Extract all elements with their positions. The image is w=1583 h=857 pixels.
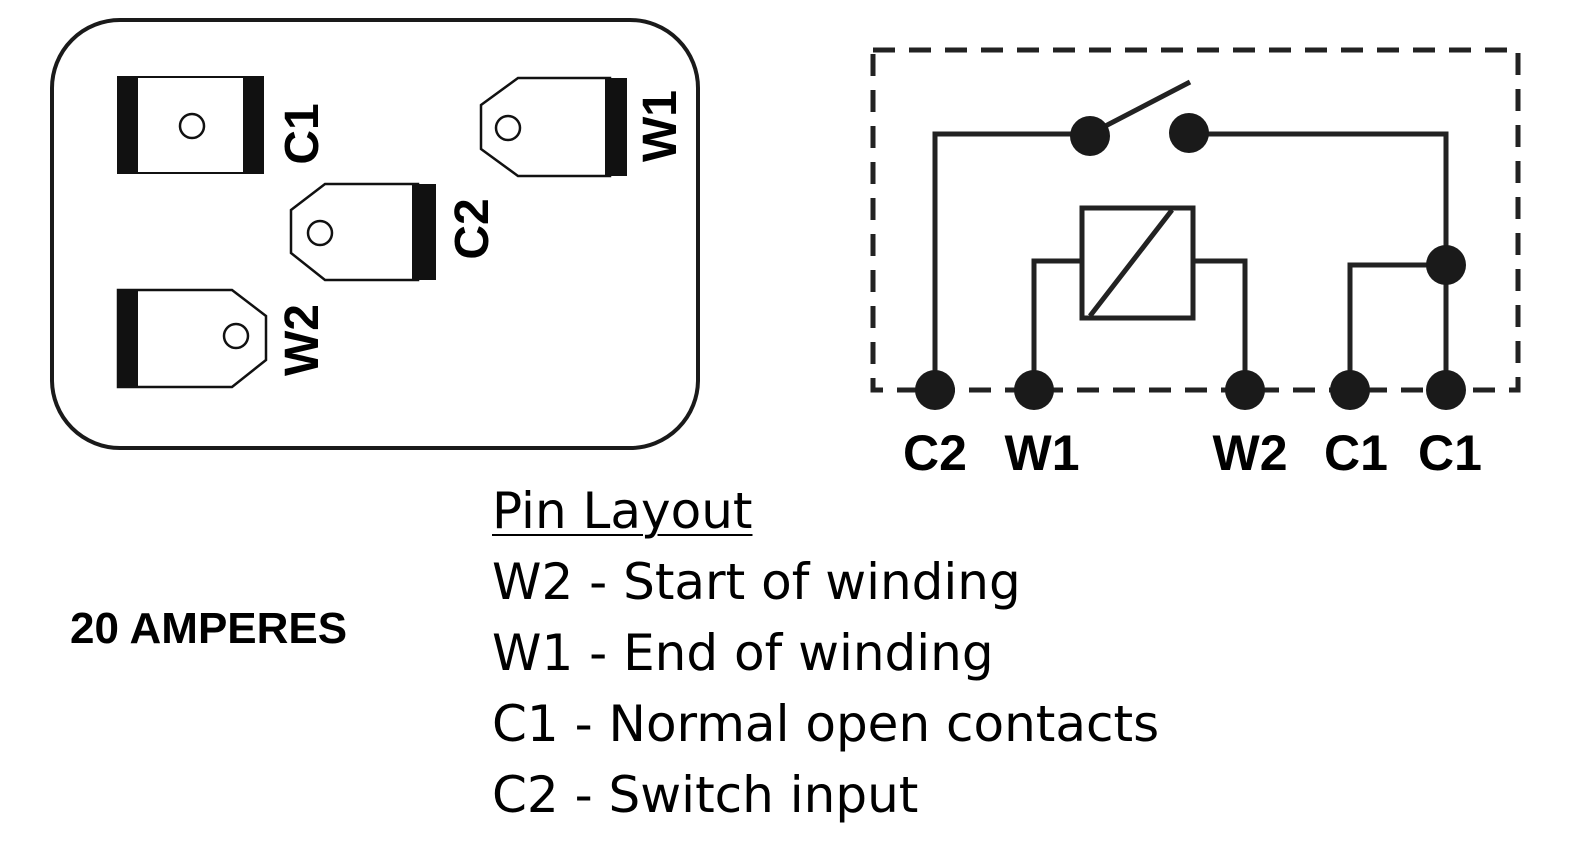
pin-w1: W1 (479, 76, 687, 178)
socket-view: C1 W1 C2 W2 (50, 18, 700, 450)
current-rating: 20 AMPERES (70, 604, 348, 653)
pin-label-c2: C2 (446, 198, 499, 259)
pin-c2: C2 (289, 182, 499, 282)
pin-w2: W2 (116, 288, 329, 389)
switch-contact-left (1070, 116, 1110, 156)
pin-label-w1: W1 (634, 90, 687, 162)
coil (1079, 205, 1196, 321)
junction-node (1426, 245, 1466, 285)
terminal-labels: C2 W1 W2 C1 C1 (903, 425, 1482, 481)
schematic-view (870, 47, 1521, 393)
c2-wire (932, 131, 1090, 390)
legend-title: Pin Layout (492, 482, 753, 540)
w2-wire (1193, 258, 1248, 390)
terminal-label-c2: C2 (903, 425, 967, 481)
coil-slash (1088, 208, 1174, 318)
pin-label-c1: C1 (276, 103, 329, 164)
schematic-nodes (915, 113, 1466, 410)
legend-item-w1: W1 - End of winding (492, 624, 994, 682)
pin-label-w2: W2 (276, 304, 329, 376)
terminal-w2 (1225, 370, 1265, 410)
terminal-label-c1-b: C1 (1418, 425, 1482, 481)
legend-item-c2: C2 - Switch input (492, 766, 919, 824)
terminal-label-c1-a: C1 (1324, 425, 1388, 481)
switch-contact-right (1169, 113, 1209, 153)
c1-bridge-wire (1347, 262, 1446, 390)
w1-wire (1031, 258, 1082, 390)
pin-legend: Pin Layout W2 - Start of winding W1 - En… (492, 476, 1159, 831)
terminal-c1-a (1330, 370, 1370, 410)
relay-enclosure (870, 47, 1521, 393)
terminal-c1-b (1426, 370, 1466, 410)
legend-item-w2: W2 - Start of winding (492, 553, 1021, 611)
terminal-label-w2: W2 (1213, 425, 1288, 481)
socket-outline (50, 18, 700, 450)
terminal-w1 (1014, 370, 1054, 410)
terminal-c2 (915, 370, 955, 410)
terminal-label-w1: W1 (1005, 425, 1080, 481)
legend-item-c1: C1 - Normal open contacts (492, 695, 1160, 753)
pin-c1: C1 (117, 76, 329, 174)
c1-wire (1189, 131, 1449, 390)
